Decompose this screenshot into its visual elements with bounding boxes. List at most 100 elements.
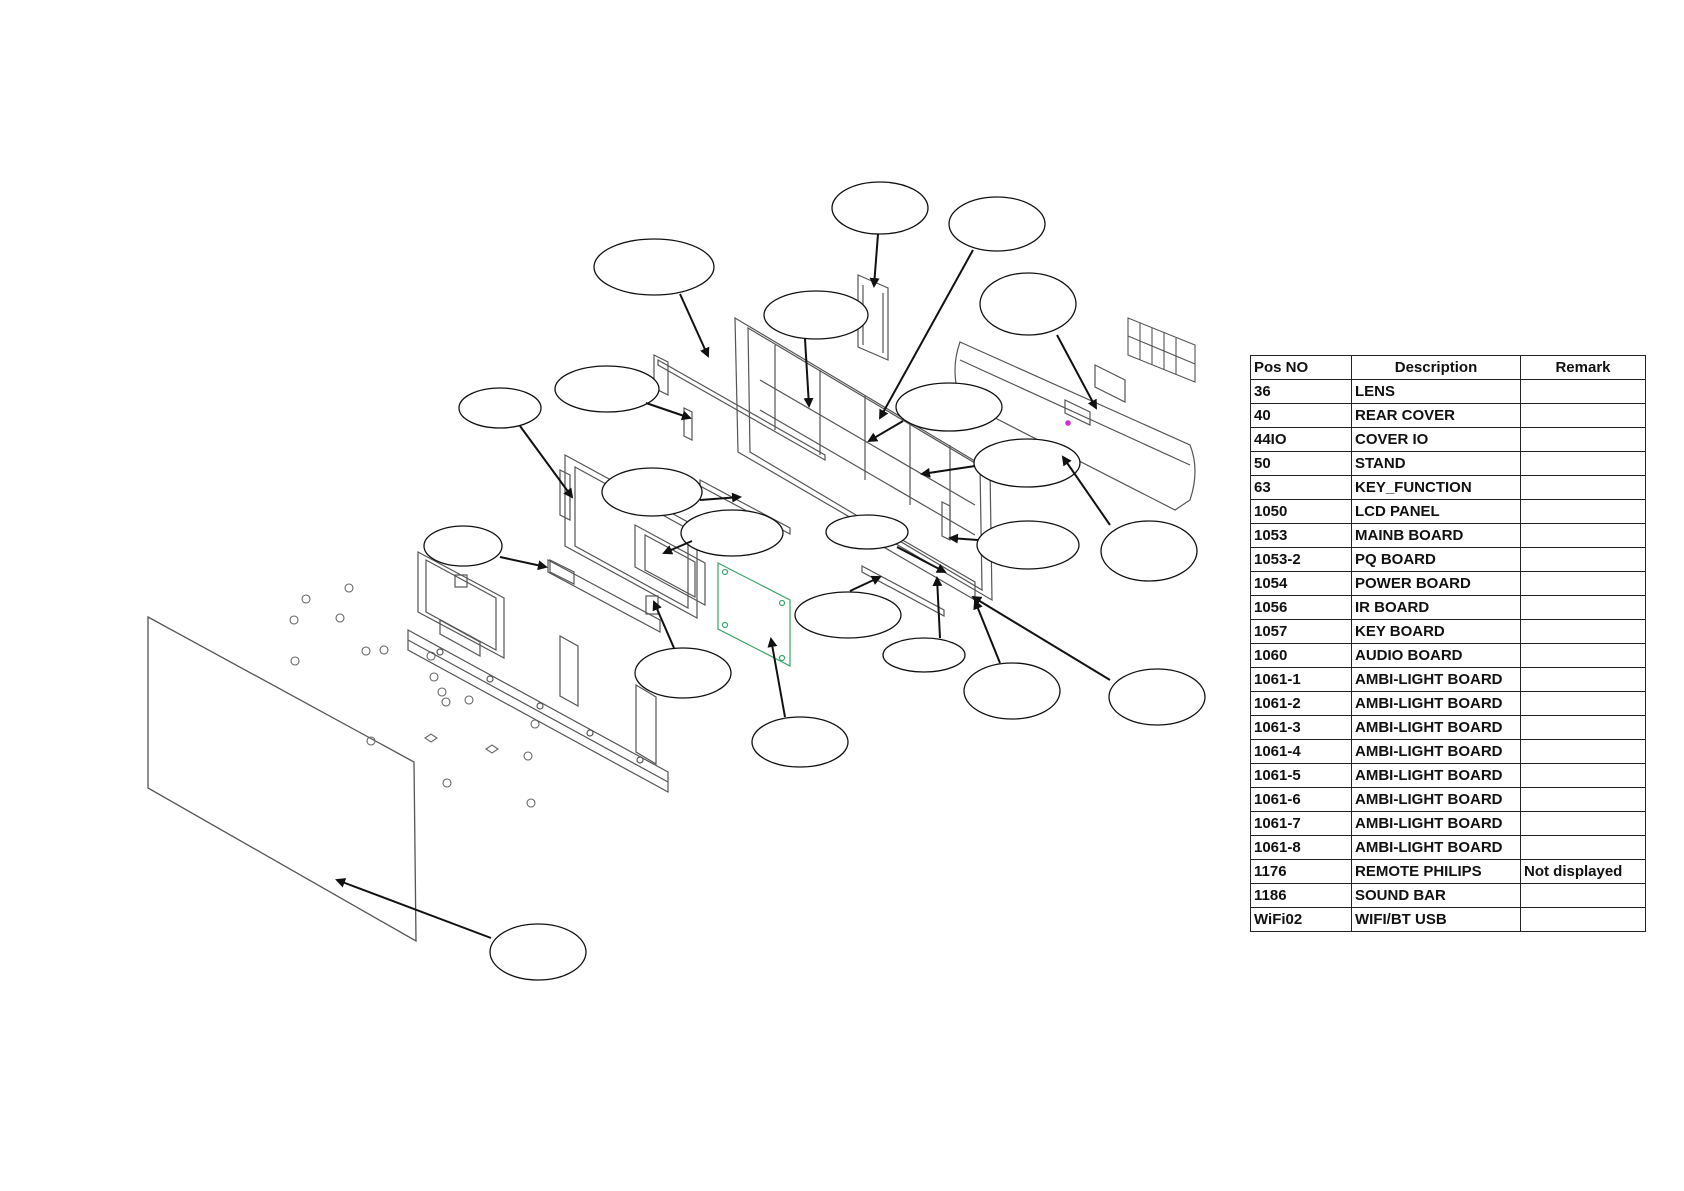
callout-balloon [458, 387, 542, 429]
leader-arrow [679, 293, 710, 358]
cell-pos: 1061-8 [1250, 835, 1352, 860]
cell-description: COVER IO [1351, 427, 1521, 452]
cell-pos: 1053-2 [1250, 547, 1352, 572]
leader-arrow [867, 420, 904, 443]
cell-pos: 1060 [1250, 643, 1352, 668]
cell-description: SOUND BAR [1351, 883, 1521, 908]
callout-balloon [831, 181, 929, 235]
leader-arrow [803, 338, 814, 408]
leader-arrow [869, 233, 880, 288]
leader-arrow [971, 595, 1111, 681]
cell-description: WIFI/BT USB [1351, 907, 1521, 932]
cell-pos: 1056 [1250, 595, 1352, 620]
cell-description: AMBI-LIGHT BOARD [1351, 835, 1521, 860]
cell-remark [1520, 739, 1646, 764]
sound-bar-drawing [954, 341, 1196, 511]
leader-arrow [948, 533, 979, 544]
cell-description: REAR COVER [1351, 403, 1521, 428]
grille-bracket-drawing [1127, 317, 1196, 383]
cell-pos: 1061-5 [1250, 763, 1352, 788]
cell-description: AMBI-LIGHT BOARD [1351, 691, 1521, 716]
callout-balloon [825, 514, 909, 550]
callout-balloon [680, 509, 784, 557]
cell-pos: 40 [1250, 403, 1352, 428]
cell-description: KEY_FUNCTION [1351, 475, 1521, 500]
leader-arrow [662, 540, 693, 555]
callout-balloon [634, 647, 732, 699]
cell-description: AMBI-LIGHT BOARD [1351, 763, 1521, 788]
cell-pos: 50 [1250, 451, 1352, 476]
leader-arrow [932, 576, 943, 639]
cell-remark [1520, 787, 1646, 812]
side-brackets-drawing [559, 634, 657, 766]
callout-balloon [882, 637, 966, 673]
cell-pos: 44IO [1250, 427, 1352, 452]
rear-cover-drawing [734, 316, 993, 602]
cell-remark: Not displayed [1520, 859, 1646, 884]
cell-description: AMBI-LIGHT BOARD [1351, 715, 1521, 740]
cell-description: REMOTE PHILIPS [1351, 859, 1521, 884]
leader-arrow [920, 465, 976, 478]
callout-balloon [751, 716, 849, 768]
cell-remark [1520, 835, 1646, 860]
cell-remark [1520, 907, 1646, 932]
leader-arrow [849, 575, 882, 592]
cell-description: AMBI-LIGHT BOARD [1351, 667, 1521, 692]
cell-remark [1520, 427, 1646, 452]
cell-pos: WiFi02 [1250, 907, 1352, 932]
cell-remark [1520, 451, 1646, 476]
cell-pos: 1061-4 [1250, 739, 1352, 764]
cell-pos: 1061-2 [1250, 691, 1352, 716]
lcd-panel-drawing [147, 615, 417, 943]
cell-description: LCD PANEL [1351, 499, 1521, 524]
wall-bracket-drawing [417, 550, 505, 660]
cell-description: AMBI-LIGHT BOARD [1351, 739, 1521, 764]
cell-pos: 1061-7 [1250, 811, 1352, 836]
callout-balloon [763, 290, 869, 340]
leader-arrow [499, 556, 548, 571]
callout-balloon [423, 525, 503, 567]
cell-description: LENS [1351, 379, 1521, 404]
cell-remark [1520, 547, 1646, 572]
callout-balloon [973, 438, 1081, 488]
callout-balloon [794, 591, 902, 639]
cell-description: AUDIO BOARD [1351, 643, 1521, 668]
cell-pos: 1053 [1250, 523, 1352, 548]
cell-pos: 1054 [1250, 571, 1352, 596]
column-header-description: Description [1351, 355, 1521, 380]
cell-description: AMBI-LIGHT BOARD [1351, 787, 1521, 812]
cell-remark [1520, 883, 1646, 908]
callout-balloon [976, 520, 1080, 570]
leader-arrow [519, 425, 574, 499]
cell-remark [1520, 595, 1646, 620]
callout-balloon [554, 365, 660, 413]
cell-description: KEY BOARD [1351, 619, 1521, 644]
table-header-row: Pos NO Description Remark [1250, 355, 1646, 380]
cell-description: IR BOARD [1351, 595, 1521, 620]
mounting-rail-drawing [407, 628, 669, 794]
cell-pos: 1061-6 [1250, 787, 1352, 812]
cell-description: POWER BOARD [1351, 571, 1521, 596]
cell-description: STAND [1351, 451, 1521, 476]
cell-remark [1520, 811, 1646, 836]
leader-arrows [335, 233, 1111, 939]
cell-remark [1520, 403, 1646, 428]
leader-arrow [1056, 334, 1097, 410]
